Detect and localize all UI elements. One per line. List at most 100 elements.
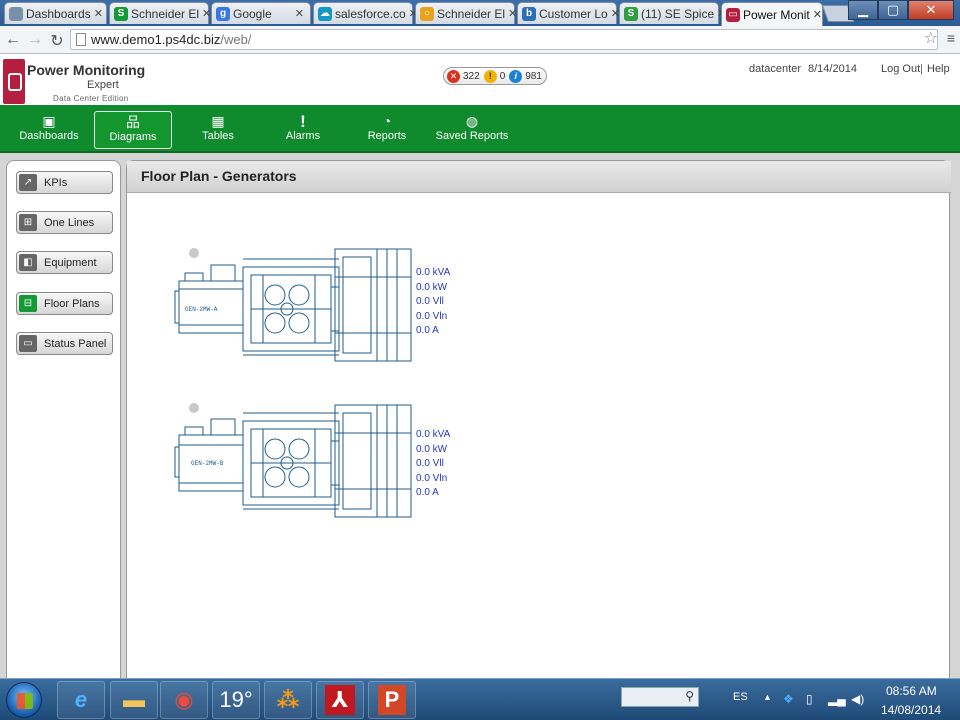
url-input[interactable]: www.demo1.ps4dc.biz/web/ (70, 29, 938, 50)
browser-tab[interactable]: b Customer Lo ✕ (517, 2, 620, 24)
logo-title: Power Monitoring (27, 62, 146, 78)
logout-link[interactable]: Log Out (881, 63, 921, 75)
language-indicator[interactable]: ES (733, 691, 748, 703)
ie-icon[interactable]: e (57, 681, 105, 719)
weather-icon[interactable]: 19° (212, 681, 260, 719)
saved-report-icon: ◍ (465, 113, 479, 129)
browser-tab[interactable]: S Schneider El ✕ (109, 2, 212, 24)
diagram-icon: 品 (126, 114, 140, 130)
browser-tab-active[interactable]: ▭ Power Monit ✕ (721, 2, 823, 26)
error-icon: ✕ (447, 69, 460, 83)
tab-close-icon[interactable]: ✕ (202, 8, 212, 20)
powerpoint-icon[interactable]: P (368, 681, 416, 719)
tab-close-icon[interactable]: ✕ (508, 8, 518, 20)
nav-label: Diagrams (109, 131, 157, 143)
close-window-button[interactable]: ✕ (908, 0, 954, 20)
browser-tab[interactable]: g Google ✕ (211, 2, 311, 24)
username: datacenter (749, 63, 801, 75)
sidebar-item-kpis[interactable]: ↗ KPIs (16, 171, 113, 194)
sidebar-item-floor-plans[interactable]: ⊟ Floor Plans (16, 292, 113, 315)
tab-favicon-icon (9, 6, 23, 21)
address-bar: ← → ↻ www.demo1.ps4dc.biz/web/ ☆ ≡ (0, 26, 960, 54)
menu-icon[interactable]: ≡ (946, 30, 955, 46)
status-indicator (189, 248, 199, 258)
info-icon: i (509, 69, 523, 83)
reload-icon[interactable]: ↻ (50, 33, 64, 50)
bookmark-star-icon[interactable]: ☆ (923, 30, 938, 47)
dropbox-icon[interactable]: ❖ (783, 692, 794, 706)
status-indicator (189, 403, 199, 413)
forward-arrow-icon[interactable]: → (27, 31, 43, 48)
tab-label: Customer Lo (539, 6, 608, 21)
meeting-icon[interactable]: ⁂ (264, 681, 312, 719)
tab-label: Schneider El (131, 6, 200, 21)
tab-label: Google (233, 6, 272, 21)
tab-favicon-icon: b (522, 6, 536, 21)
status-panel-icon: ▭ (19, 335, 37, 352)
taskbar-search-input[interactable]: ⚲ (621, 687, 699, 707)
browser-tab-strip: Dashboards ✕ S Schneider El ✕ g Google ✕… (0, 0, 960, 26)
nav-saved-reports[interactable]: ◍ Saved Reports (433, 111, 511, 149)
sidebar-item-label: Equipment (44, 256, 97, 269)
signal-icon[interactable]: ▂▄ (828, 692, 846, 706)
tab-close-icon[interactable]: ✕ (610, 8, 620, 20)
sidebar-item-label: One Lines (44, 216, 95, 229)
acrobat-icon[interactable]: ⅄ (316, 681, 364, 719)
sidebar-item-one-lines[interactable]: ⊞ One Lines (16, 211, 113, 234)
nav-alarms[interactable]: ! Alarms (264, 111, 342, 149)
browser-tab[interactable]: S (11) SE Spice ✕ (619, 2, 726, 24)
generator-tag: GEN-2MW-B (191, 460, 224, 467)
tab-favicon-icon: S (114, 6, 128, 21)
tab-favicon-icon: ☁ (318, 6, 332, 21)
show-hidden-icons-icon[interactable]: ▲ (763, 692, 772, 702)
help-link[interactable]: Help (927, 63, 950, 75)
floor-plan-panel: Floor Plan - Generators (126, 160, 951, 680)
nav-label: Reports (367, 130, 407, 142)
nav-diagrams[interactable]: 品 Diagrams (94, 111, 172, 149)
volume-icon[interactable]: ◀) (851, 692, 865, 706)
nav-tables[interactable]: ▦ Tables (179, 111, 257, 149)
acrobat-glyph: ⅄ (324, 685, 356, 715)
browser-tab[interactable]: Dashboards ✕ (4, 2, 107, 24)
tab-close-icon[interactable]: ✕ (812, 9, 822, 21)
dashboard-icon: ▣ (42, 113, 56, 129)
reading-amps: 0.0 A (416, 325, 439, 337)
nav-reports[interactable]: ◔ Reports (348, 111, 426, 149)
window-controls: ▁ ▢ ✕ (848, 0, 954, 20)
chrome-glyph: ◉ (174, 687, 194, 712)
explorer-folder-icon[interactable]: ▬ (110, 681, 158, 719)
clock-time[interactable]: 08:56 AM (886, 684, 937, 698)
app-header: Power Monitoring Expert Data Center Edit… (0, 54, 960, 105)
tab-close-icon[interactable]: ✕ (93, 8, 103, 20)
generator-readings-b: 0.0 kVA 0.0 kW 0.0 Vll 0.0 Vln 0.0 A (416, 428, 450, 501)
reading-vll: 0.0 Vll (416, 458, 444, 470)
nav-label: Dashboards (19, 130, 79, 142)
minimize-button[interactable]: ▁ (848, 0, 878, 20)
nav-dashboards[interactable]: ▣ Dashboards (10, 111, 88, 149)
reading-kw: 0.0 kW (416, 281, 448, 293)
back-arrow-icon[interactable]: ← (5, 31, 21, 48)
tab-label: Power Monit (743, 7, 810, 22)
tab-label: salesforce.co (335, 6, 406, 21)
powerpoint-glyph: P (377, 685, 407, 715)
error-count: 322 (463, 70, 480, 82)
sidebar-item-equipment[interactable]: ◧ Equipment (16, 251, 113, 274)
tab-close-icon[interactable]: ✕ (408, 8, 418, 20)
reading-vll: 0.0 Vll (416, 296, 444, 308)
generator-drawing-b[interactable]: GEN-2MW-B (174, 404, 412, 519)
clock-date[interactable]: 14/08/2014 (881, 703, 942, 717)
maximize-button[interactable]: ▢ (878, 0, 908, 20)
sidebar-item-status-panel[interactable]: ▭ Status Panel (16, 332, 113, 355)
reading-kw: 0.0 kW (416, 443, 448, 455)
start-button[interactable] (6, 682, 42, 718)
generator-drawing-a[interactable]: GEN-2MW-A (174, 247, 412, 363)
folder-glyph: ▬ (123, 687, 145, 712)
alarm-counter[interactable]: ✕ 322 ! 0 i 981 (443, 67, 547, 85)
tab-close-icon[interactable]: ✕ (294, 8, 304, 20)
chrome-icon[interactable]: ◉ (160, 681, 208, 719)
browser-tab[interactable]: ☁ salesforce.co ✕ (313, 2, 418, 24)
table-icon: ▦ (211, 113, 225, 129)
browser-tab[interactable]: ○ Schneider El ✕ (415, 2, 518, 24)
device-icon[interactable]: ▯ (806, 692, 813, 706)
one-line-icon: ⊞ (19, 214, 37, 231)
